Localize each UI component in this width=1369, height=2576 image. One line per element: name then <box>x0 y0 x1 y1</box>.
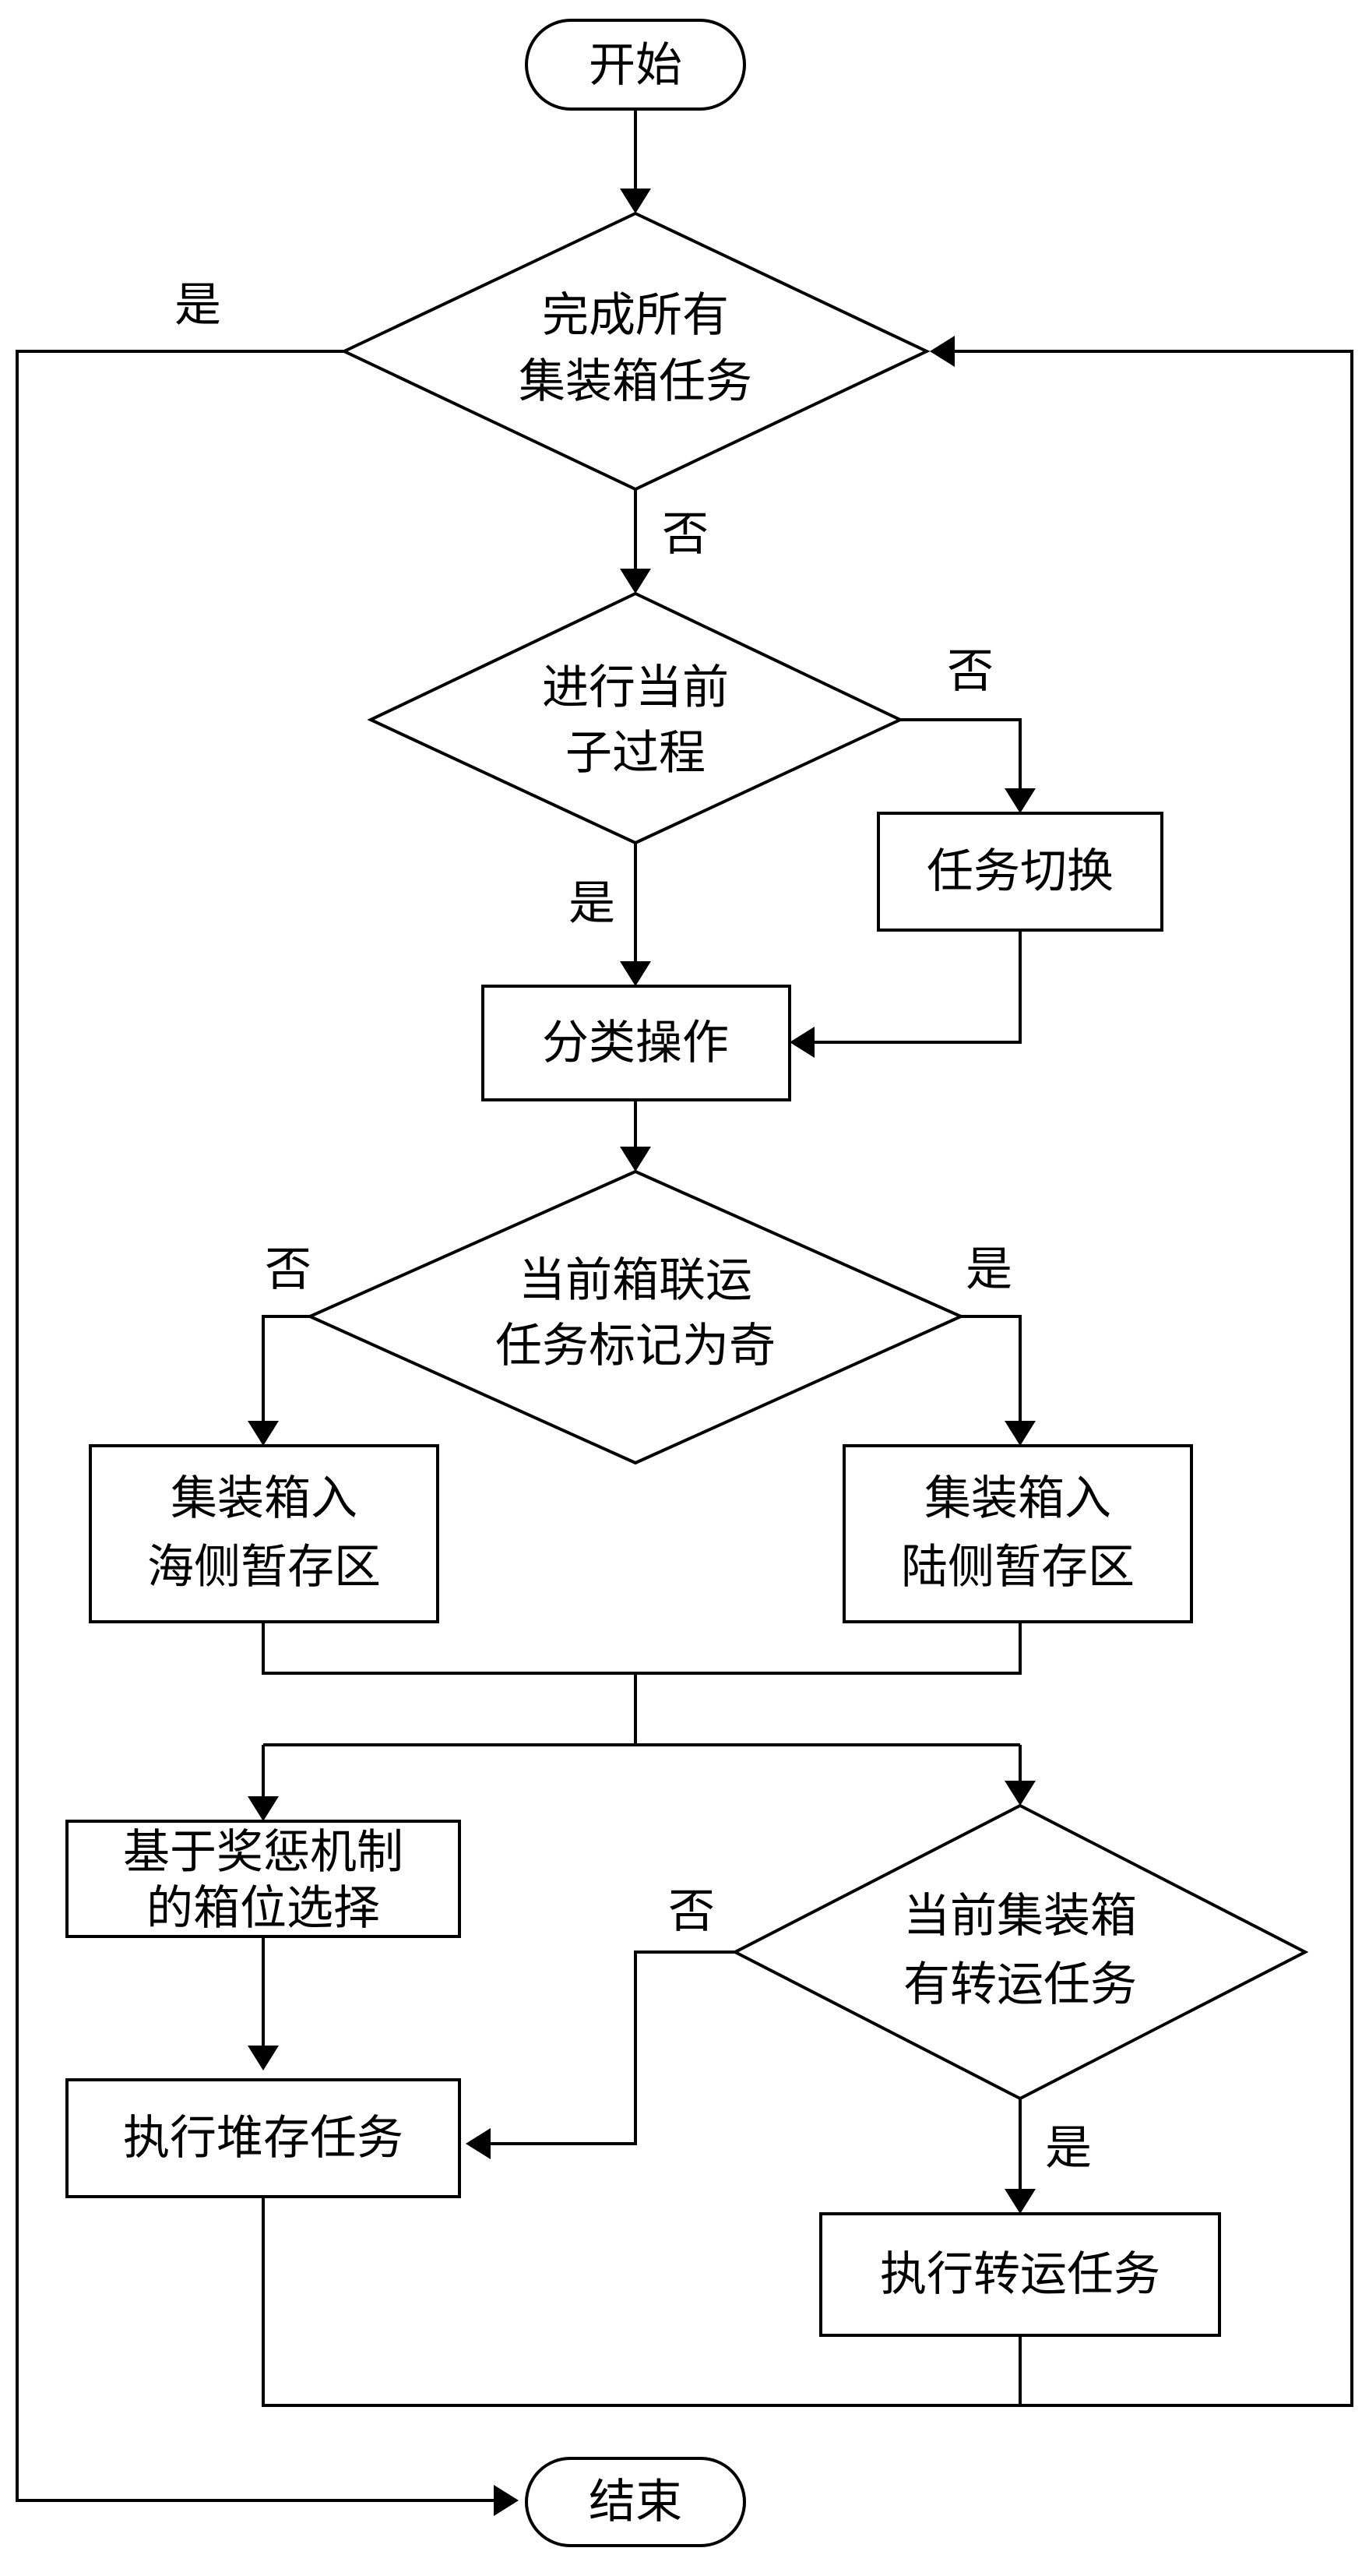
label-subprocess-yes: 是 <box>568 876 615 931</box>
arrowhead <box>1005 1781 1036 1806</box>
label-subprocess-no: 否 <box>947 644 994 699</box>
process-transfer-task-label: 执行转运任务 <box>880 2247 1160 2302</box>
label-all-done-yes: 是 <box>174 278 221 333</box>
arrowhead <box>1005 2189 1036 2214</box>
process-land-buffer: 集装箱入 陆侧暂存区 <box>843 1444 1193 1623</box>
label-transfer-no: 否 <box>668 1884 715 1939</box>
decision-has-transfer-line2: 有转运任务 <box>903 1958 1137 2012</box>
decision-odd-mark: 当前箱联运 任务标记为奇 <box>306 1169 965 1465</box>
decision-has-transfer: 当前集装箱 有转运任务 <box>731 1803 1309 2101</box>
process-transfer-task: 执行转运任务 <box>819 2212 1221 2337</box>
arrowhead <box>620 1147 651 1172</box>
arrowhead <box>248 1796 279 1821</box>
process-land-buffer-line1: 集装箱入 <box>924 1471 1111 1526</box>
label-odd-yes: 是 <box>966 1242 1012 1297</box>
decision-subprocess-line1: 进行当前 <box>542 661 729 715</box>
edge-odd-yes <box>961 1315 1022 1433</box>
arrowhead <box>620 569 651 594</box>
decision-all-done-line1: 完成所有 <box>542 288 729 343</box>
edge-merge-buffers <box>262 1622 1022 1675</box>
decision-all-done-line2: 集装箱任务 <box>519 354 752 409</box>
process-land-buffer-line2: 陆侧暂存区 <box>901 1540 1135 1595</box>
decision-subprocess: 进行当前 子过程 <box>367 591 904 845</box>
process-stack-task-label: 执行堆存任务 <box>123 2111 403 2165</box>
edge-task-switch-to-classify <box>802 930 1022 1044</box>
edges <box>16 109 1353 2516</box>
arrowhead <box>620 961 651 986</box>
edge-odd-no <box>262 1315 310 1433</box>
process-stack-task: 执行堆存任务 <box>65 2078 461 2198</box>
decision-subprocess-line2: 子过程 <box>565 726 706 781</box>
process-task-switch-label: 任务切换 <box>927 844 1114 899</box>
arrowhead <box>1005 1421 1036 1446</box>
edge-labels: 是 否 否 是 否 是 否 是 <box>174 278 1092 2176</box>
process-sea-buffer-line2: 海侧暂存区 <box>147 1540 381 1595</box>
edge-subprocess-no <box>900 718 1022 801</box>
process-slot-select: 基于奖惩机制 的箱位选择 <box>65 1820 461 1938</box>
decision-has-transfer-line1: 当前集装箱 <box>903 1889 1137 1943</box>
end-label: 结束 <box>589 2475 682 2529</box>
arrowhead <box>930 336 955 367</box>
label-transfer-yes: 是 <box>1045 2121 1092 2176</box>
edge-transfer-no <box>478 1951 735 2145</box>
edge-loop-back <box>262 2197 1022 2407</box>
arrowhead <box>790 1027 815 1058</box>
end-terminal: 结束 <box>525 2457 746 2547</box>
edge-loop-up <box>942 350 1353 2407</box>
decision-odd-mark-line1: 当前箱联运 <box>519 1253 752 1308</box>
label-all-done-no: 否 <box>662 507 709 562</box>
arrowhead <box>248 1421 279 1446</box>
arrowhead <box>466 2128 491 2159</box>
start-terminal: 开始 <box>525 19 746 111</box>
process-slot-select-line2: 的箱位选择 <box>146 1881 380 1936</box>
arrowhead <box>494 2485 519 2516</box>
process-classify-label: 分类操作 <box>542 1016 729 1070</box>
arrowhead <box>1005 788 1036 813</box>
edge-all-done-yes <box>16 350 506 2502</box>
decision-odd-mark-line2: 任务标记为奇 <box>495 1319 776 1373</box>
start-label: 开始 <box>589 38 682 93</box>
decision-all-done: 完成所有 集装箱任务 <box>340 211 931 492</box>
process-task-switch: 任务切换 <box>877 812 1163 932</box>
arrowhead <box>248 2046 279 2070</box>
arrowhead <box>620 189 651 213</box>
process-slot-select-line1: 基于奖惩机制 <box>123 1825 403 1880</box>
process-classify: 分类操作 <box>481 985 791 1101</box>
process-sea-buffer-line1: 集装箱入 <box>171 1471 357 1526</box>
label-odd-no: 否 <box>265 1242 311 1297</box>
process-sea-buffer: 集装箱入 海侧暂存区 <box>89 1444 439 1623</box>
